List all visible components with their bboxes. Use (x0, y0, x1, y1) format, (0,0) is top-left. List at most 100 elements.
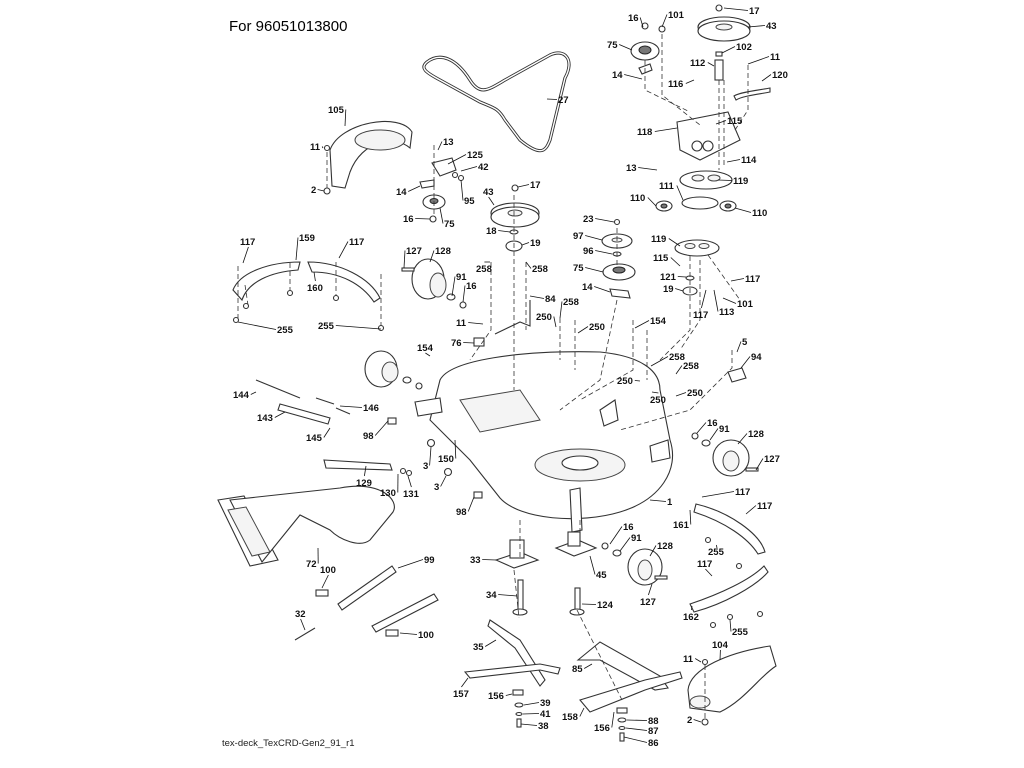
nut-2-cover[interactable] (323, 187, 331, 195)
washer-88[interactable] (617, 717, 627, 723)
gauge-wheel-128-a[interactable] (411, 258, 447, 300)
nut-3-a[interactable] (426, 438, 436, 448)
nut-16-wheel-d[interactable] (601, 542, 609, 550)
bolt-127-d[interactable] (654, 575, 668, 580)
gear-110-right[interactable] (719, 200, 737, 212)
arm-143[interactable] (277, 403, 331, 425)
nut-16-top[interactable] (641, 22, 649, 30)
belt-cover-104[interactable] (687, 645, 777, 713)
leader-line (668, 238, 681, 247)
deck-housing-1[interactable] (414, 351, 674, 533)
leader-line (407, 475, 412, 488)
bracket-125[interactable] (431, 157, 457, 177)
gauge-wheel-128-c[interactable] (364, 350, 399, 388)
nut-3-b[interactable] (443, 467, 453, 477)
spring-32[interactable] (294, 627, 316, 641)
washer-130[interactable] (399, 467, 407, 475)
leader-line (648, 583, 653, 596)
bolt-98-b[interactable] (473, 491, 483, 499)
gauge-wheel-128-d[interactable] (627, 548, 663, 586)
blade-157[interactable] (463, 663, 561, 679)
nut-16-wheel-a[interactable] (459, 301, 467, 309)
bracket-14-top[interactable] (638, 63, 653, 75)
pin-131[interactable] (405, 469, 413, 477)
gear-119-upper[interactable] (679, 170, 733, 190)
tube-120[interactable] (733, 87, 771, 101)
bolt-127-a[interactable] (401, 267, 415, 272)
bushing-76[interactable] (473, 337, 485, 347)
nut-16-wheel-c[interactable] (415, 382, 423, 390)
spindle-housing-33[interactable] (494, 539, 540, 569)
bolt-98-a[interactable] (387, 417, 397, 425)
adapter-156-b[interactable] (616, 707, 628, 714)
bolt-86[interactable] (619, 732, 625, 742)
adapter-156-a[interactable] (512, 689, 524, 696)
leader-line (408, 185, 421, 192)
callout-label: 111 (659, 181, 675, 192)
gear-119-lower[interactable] (674, 239, 720, 257)
bolt-127-b[interactable] (745, 467, 759, 472)
spacer-102[interactable] (715, 51, 723, 57)
shaft-112[interactable] (714, 59, 724, 81)
bolt-11-cover-b[interactable] (701, 658, 709, 666)
bracket-14-right[interactable] (609, 288, 631, 299)
rod-144[interactable] (255, 379, 301, 399)
bolt-23[interactable] (613, 218, 621, 226)
belt-cover-105[interactable] (329, 120, 413, 189)
nut-95[interactable] (457, 174, 465, 182)
washer-91-a[interactable] (446, 293, 456, 301)
baffle-160[interactable] (307, 261, 381, 303)
drive-belt[interactable] (422, 51, 571, 153)
leader-line (429, 446, 432, 466)
bolt-38[interactable] (516, 718, 522, 728)
washer-91-b[interactable] (701, 439, 711, 447)
rod-129[interactable] (323, 459, 393, 471)
bracket-14-left[interactable] (419, 179, 435, 189)
idler-pulley-75-top[interactable] (630, 41, 660, 61)
bolts-255-right[interactable] (704, 536, 764, 629)
leader-line (313, 271, 316, 282)
blade-35[interactable] (487, 619, 546, 687)
nut-2-cover-b[interactable] (701, 718, 709, 726)
callout-250: 250 (650, 391, 666, 406)
pulley-43-top[interactable] (697, 16, 751, 42)
callout-label: 105 (328, 105, 345, 116)
leader-line (425, 352, 431, 357)
washer-41[interactable] (515, 711, 523, 717)
washer-91-d[interactable] (612, 549, 622, 557)
rod-84[interactable] (494, 300, 531, 335)
bolt-11-cover[interactable] (323, 144, 331, 152)
nut-16-left[interactable] (429, 215, 437, 223)
spindle-shaft-124[interactable] (569, 587, 585, 616)
gasket-111[interactable] (681, 196, 719, 210)
baffle-162[interactable] (689, 565, 769, 613)
spindle-shaft-34[interactable] (512, 579, 528, 616)
idler-pulley-75-right[interactable] (602, 263, 636, 281)
nut-42[interactable] (451, 171, 459, 179)
callout-115: 115 (653, 253, 681, 267)
blade-85[interactable] (576, 641, 669, 691)
bolt-100-a[interactable] (315, 589, 329, 597)
blade-158[interactable] (579, 671, 683, 713)
nut-16-wheel-b[interactable] (691, 432, 699, 440)
bracket-94[interactable] (727, 367, 747, 383)
gauge-wheel-128-b[interactable] (712, 439, 750, 477)
bolts-255-left[interactable] (232, 289, 385, 332)
chute-bracket-99[interactable] (337, 565, 439, 633)
pulley-43-center[interactable] (490, 202, 540, 228)
leader-line (670, 257, 681, 267)
washer-91-c[interactable] (402, 376, 412, 384)
springs-146[interactable] (315, 397, 351, 415)
callout-161: 161 (673, 509, 692, 531)
nut-17-top[interactable] (715, 4, 723, 12)
washer-39[interactable] (514, 702, 524, 708)
spindle-housing-45[interactable] (554, 531, 598, 557)
baffle-161[interactable] (693, 503, 766, 555)
callout-104: 104 (712, 640, 729, 661)
baffle-159[interactable] (232, 261, 301, 302)
gear-110-left[interactable] (655, 200, 673, 212)
bolt-100-b[interactable] (385, 629, 399, 637)
nut-17-center[interactable] (511, 184, 519, 192)
washer-87[interactable] (618, 725, 626, 731)
discharge-chute-72[interactable] (217, 485, 395, 567)
